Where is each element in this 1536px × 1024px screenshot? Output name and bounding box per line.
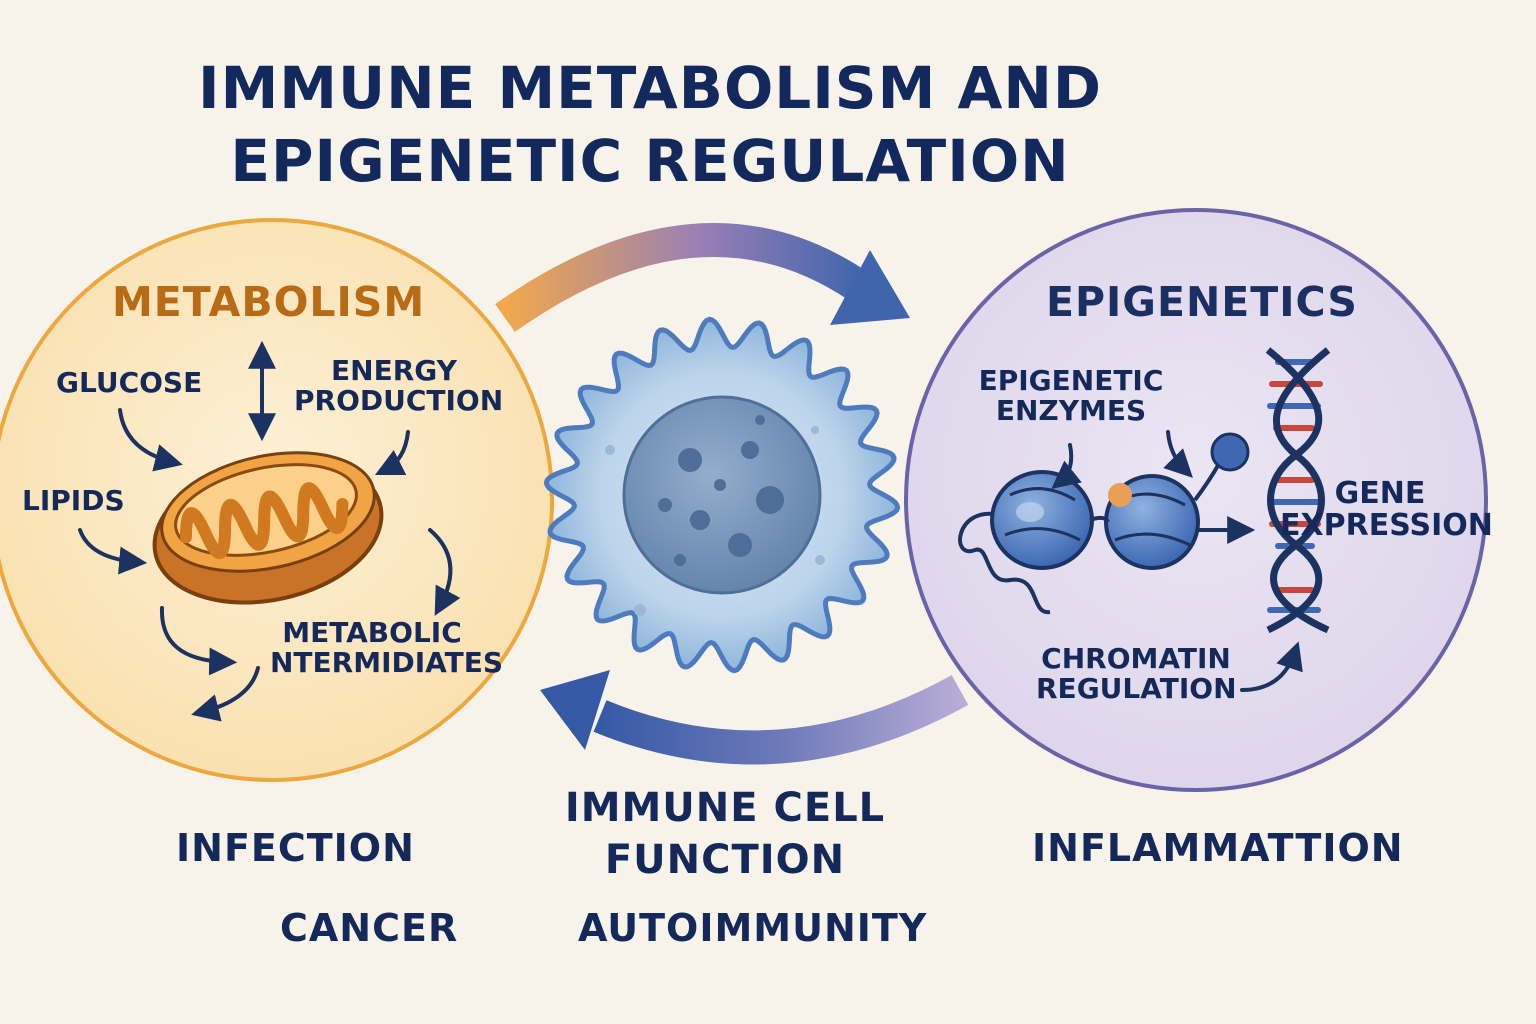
inflammation-label: INFLAMMATTION: [1032, 826, 1404, 870]
chromatin-arrow: [1240, 641, 1303, 692]
gene-line-2: EXPRESSION: [1280, 508, 1493, 544]
chromatin-regulation-label: CHROMATIN REGULATION: [1036, 642, 1237, 706]
infection-label: INFECTION: [176, 826, 415, 870]
intermediates-arrow: [428, 528, 461, 616]
immune-cell-function-label: IMMUNE CELL FUNCTION: [540, 782, 910, 886]
bottom-flow-arrowhead: [540, 670, 610, 750]
energy-production-label: ENERGY PRODUCTION: [294, 354, 504, 418]
enzymes-line-2: ENZYMES: [995, 394, 1147, 428]
gene-expression-label: GENE EXPRESSION: [1280, 476, 1493, 544]
mitochondrion-icon: [152, 451, 384, 605]
immune-cell-icon: [543, 316, 901, 674]
enzymes-line-1: EPIGENETIC: [978, 364, 1164, 397]
function-line-1: IMMUNE CELL: [564, 785, 886, 831]
energy-line-2: PRODUCTION: [294, 384, 504, 418]
enzyme-arrow-2: [1163, 430, 1193, 478]
cycle-arrow-1: [159, 606, 238, 676]
lipids-label: LIPIDS: [22, 484, 125, 517]
bottom-flow-arrow: [593, 675, 969, 765]
chromatin-line-2: REGULATION: [1036, 672, 1237, 706]
chromatin-line-1: CHROMATIN: [1041, 642, 1231, 675]
cancer-label: CANCER: [280, 906, 459, 950]
enzyme-arrow-1: [1051, 443, 1082, 490]
metabolism-heading: METABOLISM: [112, 278, 426, 326]
title-line-1: IMMUNE METABOLISM AND: [198, 54, 1103, 122]
top-flow-arrowhead: [830, 250, 910, 325]
page-title: IMMUNE METABOLISM AND EPIGENETIC REGULAT…: [198, 52, 1102, 197]
energy-line-1: ENERGY: [331, 354, 457, 387]
energy-arrow: [374, 430, 410, 476]
cycle-arrow-2: [191, 666, 260, 722]
nucleosome-icon: [958, 432, 1250, 615]
epigenetic-enzymes-label: EPIGENETIC ENZYMES: [976, 364, 1166, 428]
intermediates-line-2: NTERMIDIATES: [270, 646, 504, 680]
glucose-label: GLUCOSE: [56, 366, 203, 399]
autoimmunity-label: AUTOIMMUNITY: [578, 906, 928, 950]
top-flow-arrow: [495, 222, 868, 332]
intermediates-line-1: METABOLIC: [282, 616, 462, 649]
epigenetics-heading: EPIGENETICS: [1046, 278, 1358, 326]
metabolic-intermediates-label: METABOLIC NTERMIDIATES: [270, 616, 504, 680]
function-line-2: FUNCTION: [604, 837, 846, 883]
title-line-2: EPIGENETIC REGULATION: [230, 126, 1070, 195]
glucose-arrow: [118, 408, 183, 472]
dna-helix-icon: [1265, 347, 1331, 634]
lipids-arrow: [78, 528, 148, 575]
gene-line-1: GENE: [1334, 476, 1426, 511]
